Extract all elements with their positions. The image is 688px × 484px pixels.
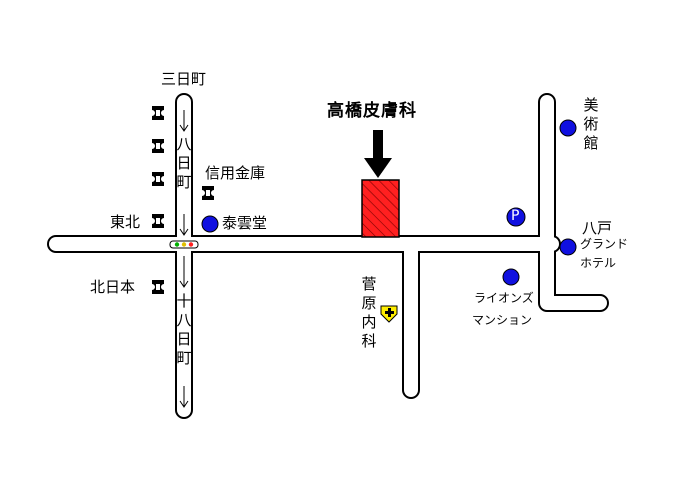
north-street-label: 三日町: [161, 70, 207, 88]
bank-icon: [152, 139, 164, 153]
takahashi-clinic-building: [361, 179, 400, 238]
lions-mansion-marker-icon: [502, 268, 520, 286]
bank-icon: [202, 186, 214, 200]
traffic-signal-icon: [169, 240, 199, 249]
touhoku-bank-label: 東北: [110, 213, 141, 231]
bank-icon: [152, 106, 164, 120]
parking-letter: P: [511, 208, 520, 224]
kitanihon-bank-label: 北日本: [90, 278, 136, 296]
taiundo-marker-icon: [201, 215, 219, 233]
lions-label: ライオンズ: [474, 291, 534, 305]
upper-road-label: 八 日 町: [176, 135, 192, 191]
lower-road-label: 十 八 日 町: [176, 292, 192, 367]
taiundo-label: 泰雲堂: [222, 214, 268, 232]
hotel-label: ホテル: [580, 256, 617, 270]
roads-fill: [49, 95, 607, 417]
grand-label: グランド: [580, 237, 629, 251]
mansion-label: マンション: [472, 313, 533, 327]
direction-arrows: [179, 110, 189, 408]
bijutsukan-marker-icon: [559, 119, 577, 137]
sugawara-clinic-label: 菅 原 内 科: [361, 275, 377, 350]
shinyo-bank-label: 信用金庫: [205, 164, 266, 182]
bank-icons: [152, 106, 214, 294]
pointer-arrow-icon: [364, 130, 392, 178]
clinic-title: 高橋皮膚科: [327, 101, 417, 121]
bank-icon: [152, 172, 164, 186]
roads-outline: [47, 93, 609, 419]
hachinohe-label: 八戸: [582, 219, 613, 237]
grand-hotel-marker-icon: [559, 238, 577, 256]
bijutsukan-label: 美 術 館: [583, 96, 599, 152]
parking-marker-icon: [506, 207, 526, 227]
bank-icon: [152, 214, 164, 228]
bank-icon: [152, 280, 164, 294]
hospital-icon: [380, 305, 398, 323]
poi-dots: [201, 119, 577, 286]
